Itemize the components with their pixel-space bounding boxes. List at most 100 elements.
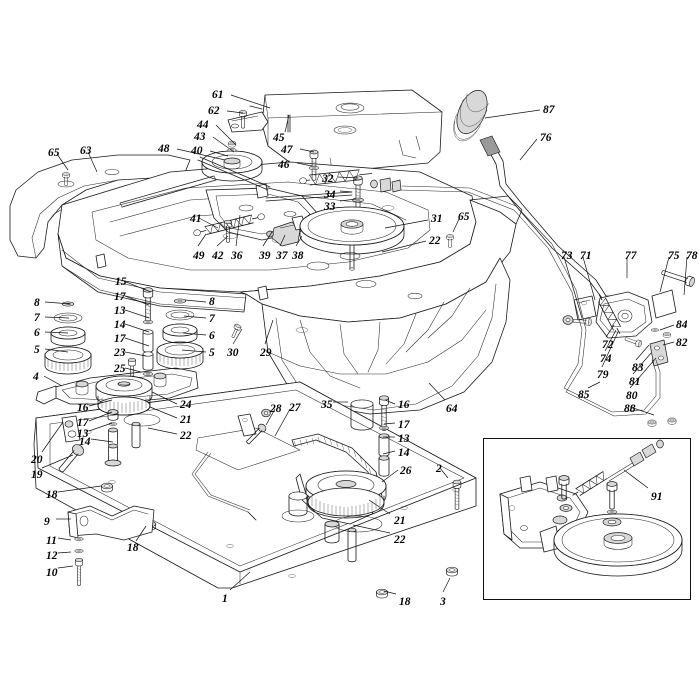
leader-line-81	[632, 352, 652, 375]
leader-line-41	[198, 217, 219, 229]
leader-line-29	[264, 319, 274, 345]
leader-line-47	[299, 148, 315, 153]
leader-line-87	[484, 109, 541, 119]
callout-label-6: 6	[34, 327, 40, 339]
callout-label-17: 17	[114, 291, 126, 303]
leader-line-22	[352, 524, 391, 534]
leader-line-18	[135, 525, 147, 542]
leader-line-5	[181, 349, 207, 353]
drive-belt-pulley-group	[281, 395, 390, 563]
callout-label-35: 35	[321, 399, 333, 411]
callout-label-18: 18	[399, 596, 411, 608]
callout-label-23: 23	[114, 347, 126, 359]
leader-line-16	[88, 399, 113, 407]
inset-detail-artwork	[499, 439, 683, 577]
callout-label-14: 14	[398, 447, 410, 459]
callout-label-81: 81	[629, 376, 641, 388]
callout-label-10: 10	[46, 567, 58, 579]
leader-line-30	[232, 328, 243, 345]
leader-line-40	[209, 150, 229, 157]
callout-label-22: 22	[394, 534, 406, 546]
leader-line-10	[57, 565, 74, 569]
callout-label-82: 82	[676, 337, 688, 349]
leader-line-24	[151, 391, 178, 405]
leader-line-36	[235, 214, 241, 247]
leader-line-23	[124, 351, 147, 357]
leader-line-18	[57, 485, 102, 493]
callout-label-44: 44	[197, 119, 209, 131]
callout-label-25: 25	[114, 363, 126, 375]
leader-line-62	[226, 110, 244, 114]
leader-line-63	[87, 151, 98, 173]
callout-label-85: 85	[578, 389, 590, 401]
leader-line-7	[44, 316, 70, 319]
callout-label-77: 77	[625, 250, 637, 262]
callout-label-17: 17	[77, 417, 89, 429]
callout-label-9: 9	[44, 516, 50, 528]
callout-label-32: 32	[322, 173, 334, 185]
leader-line-14	[124, 323, 150, 333]
leader-line-84	[659, 324, 675, 331]
callout-label-5: 5	[209, 347, 215, 359]
callout-label-91: 91	[651, 491, 663, 503]
leader-line-8	[184, 299, 207, 303]
leader-line-26	[381, 469, 399, 483]
callout-label-8: 8	[34, 297, 40, 309]
callout-label-48: 48	[158, 143, 170, 155]
callout-label-13: 13	[77, 428, 89, 440]
leader-line-43	[212, 136, 235, 153]
leader-line-14	[90, 438, 114, 443]
leader-line-6	[44, 331, 69, 334]
leader-line-18	[383, 590, 397, 595]
callout-label-49: 49	[193, 250, 205, 262]
callout-label-22: 22	[180, 430, 192, 442]
callout-label-36: 36	[231, 250, 243, 262]
callout-label-63: 63	[80, 145, 92, 157]
callout-label-42: 42	[212, 250, 224, 262]
callout-label-78: 78	[686, 250, 698, 262]
callout-label-18: 18	[127, 542, 139, 554]
callout-label-79: 79	[597, 369, 609, 381]
callout-label-39: 39	[259, 250, 271, 262]
leader-line-82	[662, 341, 675, 346]
leader-line-75	[659, 256, 670, 293]
leader-line-6	[182, 332, 207, 336]
leader-line-46	[296, 162, 313, 167]
callout-label-14: 14	[114, 319, 126, 331]
leader-line-3	[442, 577, 451, 593]
callout-label-15: 15	[115, 276, 127, 288]
leader-line-48	[176, 148, 226, 161]
callout-label-28: 28	[270, 403, 282, 415]
callout-label-62: 62	[208, 105, 220, 117]
callout-label-74: 74	[600, 353, 612, 365]
callout-label-8: 8	[209, 296, 215, 308]
leader-line-39	[262, 231, 273, 247]
leader-line-15	[125, 281, 152, 293]
callout-label-43: 43	[194, 131, 206, 143]
callout-label-21: 21	[394, 515, 406, 527]
leader-line-25	[124, 367, 142, 373]
callout-label-41: 41	[190, 213, 202, 225]
callout-label-26: 26	[400, 465, 412, 477]
leader-line-4	[43, 375, 63, 387]
callout-label-7: 7	[34, 312, 40, 324]
callout-label-71: 71	[580, 250, 592, 262]
callout-label-65: 65	[458, 211, 470, 223]
callout-label-22: 22	[429, 235, 441, 247]
callout-label-17: 17	[114, 333, 126, 345]
callout-label-12: 12	[46, 550, 58, 562]
leader-line-27	[274, 408, 291, 437]
leader-line-31	[384, 219, 429, 229]
callout-label-14: 14	[79, 436, 91, 448]
callout-label-3: 3	[440, 596, 446, 608]
leader-line-12	[57, 551, 72, 554]
callout-label-16: 16	[77, 402, 89, 414]
leader-line-34	[339, 190, 353, 193]
leader-line-17	[124, 337, 150, 347]
callout-label-21: 21	[180, 414, 192, 426]
callout-label-73: 73	[561, 250, 573, 262]
leader-line-8	[44, 301, 72, 305]
callout-label-34: 34	[324, 189, 336, 201]
